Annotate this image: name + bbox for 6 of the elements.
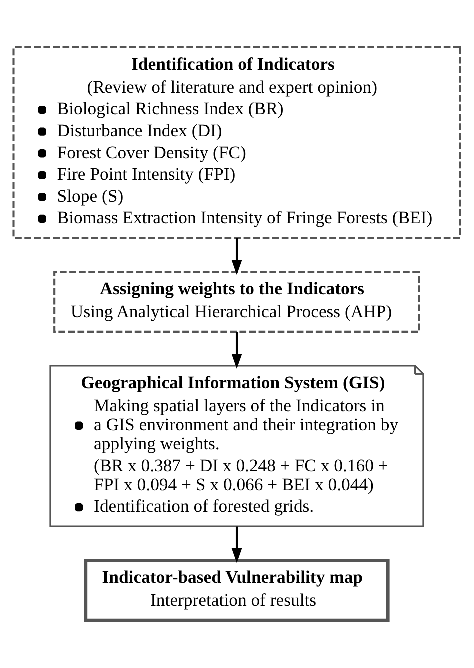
arrow	[232, 526, 242, 564]
node-box: Indicator-based Vulnerability map Interpretation of results	[84, 558, 390, 622]
node-box: Identification of Indicators (Review of literature and expert opinion) Biological Richness Index (BR) Disturbance Index (DI) Forest Cover Density (FC) Fire Point Intensity (FPI) Slope (S) Biomass Extraction Intensity of Fringe Forests (BEI)	[12, 46, 462, 240]
arrow	[232, 238, 242, 276]
node-box: Assigning weights to the Indicators Using Analytical Hierarchical Process (AHP)	[54, 271, 420, 333]
arrow	[232, 332, 242, 370]
